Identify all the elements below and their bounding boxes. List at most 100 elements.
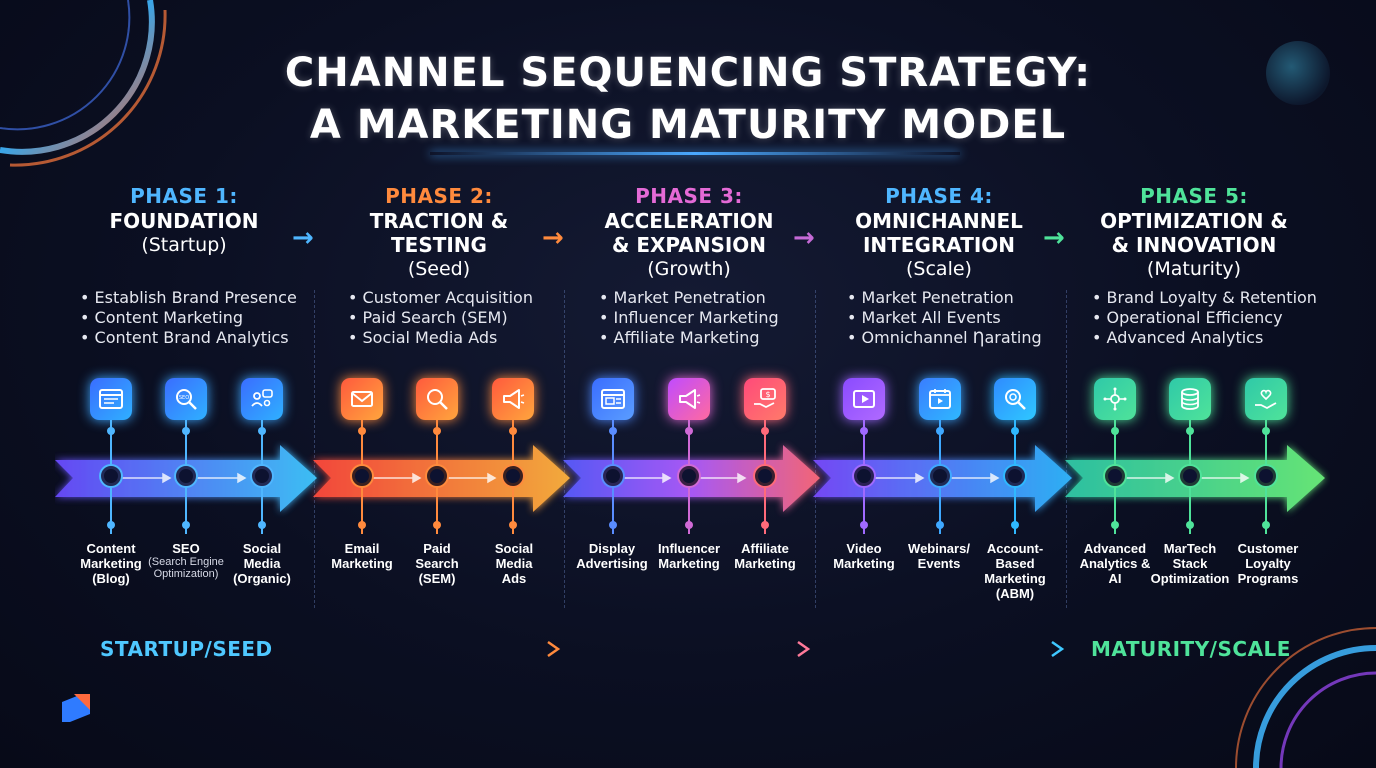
channel-label: Advanced Analytics & AI (1079, 541, 1151, 586)
connector-dot (258, 521, 266, 529)
video-play-icon (843, 378, 885, 420)
phase-3-bullets: • Market Penetration • Influencer Market… (599, 288, 849, 348)
channel-label: Account-Based Marketing (ABM) (984, 541, 1046, 601)
svg-text:$: $ (765, 390, 770, 399)
page-title-line-1: CHANNEL SEQUENCING STRATEGY: (284, 50, 1092, 96)
phase-divider (314, 290, 315, 608)
phase-3-bullet: • Affiliate Marketing (599, 328, 760, 347)
phase-1-bullets: • Establish Brand Presence • Content Mar… (80, 288, 330, 348)
channel-connector (512, 420, 514, 466)
channel-node (1005, 466, 1025, 486)
browser-ad-icon (592, 378, 634, 420)
channel-connector (612, 486, 614, 534)
connector-dot (609, 427, 617, 435)
connector-dot (258, 427, 266, 435)
connector-dot (182, 427, 190, 435)
social-people-icon (241, 378, 283, 420)
phase-5-bullet: • Advanced Analytics (1092, 328, 1264, 347)
channel-node (101, 466, 121, 486)
channel-node (755, 466, 775, 486)
channel-node (503, 466, 523, 486)
megaphone-icon (492, 378, 534, 420)
channel-connector (261, 486, 263, 534)
channel-label: Customer Loyalty Programs (1237, 541, 1299, 586)
channel-connector (110, 486, 112, 534)
channel-label-main: SEO (172, 541, 200, 556)
phase-2-name-line-2: TESTING (391, 233, 487, 257)
channel-node (854, 466, 874, 486)
phase-4-name-line-2: INTEGRATION (862, 233, 1016, 257)
phase-2-bullet: • Social Media Ads (348, 328, 498, 347)
connector-dot (1111, 521, 1119, 529)
timeline-progression-arrows (310, 640, 1065, 658)
connector-dot (358, 521, 366, 529)
channel-label: Social Media (Organic) (233, 541, 291, 586)
phase-4-bullet: • Market All Events (847, 308, 1001, 327)
phase-5-name-line-2: & INNOVATION (1111, 233, 1277, 257)
channel-label: Video Marketing (833, 541, 895, 571)
phase-3-name-line-2: & EXPANSION (611, 233, 767, 257)
channel-node (352, 466, 372, 486)
channel-label: MarTech Stack Optimization (1150, 541, 1230, 586)
channel-connector (1265, 420, 1267, 466)
phase-3-header: PHASE 3: ACCELERATION & EXPANSION (Growt… (564, 184, 814, 282)
phase-2-stage: (Seed) (407, 258, 471, 280)
phase-5-header: PHASE 5: OPTIMIZATION & & INNOVATION (Ma… (1069, 184, 1319, 282)
phase-1-stage: (Startup) (141, 234, 227, 256)
heart-hand-icon (1245, 378, 1287, 420)
phase-2-name-line-1: TRACTION & (369, 209, 509, 233)
channel-connector (361, 420, 363, 466)
connector-dot (1011, 427, 1019, 435)
connector-dot (182, 521, 190, 529)
phase-2-number: PHASE 2: (385, 184, 493, 208)
channel-connector (185, 420, 187, 466)
phase-4-header: PHASE 4: OMNICHANNEL INTEGRATION (Scale) (814, 184, 1064, 282)
connector-dot (761, 521, 769, 529)
channel-label: Affiliate Marketing (734, 541, 796, 571)
channel-connector (436, 420, 438, 466)
connector-dot (936, 427, 944, 435)
phase-1-number: PHASE 1: (130, 184, 238, 208)
timeline-end-label: MATURITY/SCALE (1091, 637, 1291, 661)
channel-connector (1189, 420, 1191, 466)
connector-dot (1262, 427, 1270, 435)
channel-connector (764, 486, 766, 534)
connector-dot (107, 521, 115, 529)
calendar-video-icon (919, 378, 961, 420)
connector-dot (433, 427, 441, 435)
channel-label: Content Marketing (Blog) (80, 541, 142, 586)
connector-dot (860, 521, 868, 529)
channel-node (176, 466, 196, 486)
phase-1-bullet: • Establish Brand Presence (80, 288, 297, 307)
connector-dot (1262, 521, 1270, 529)
connector-dot (1111, 427, 1119, 435)
channel-label: Email Marketing (331, 541, 393, 571)
channel-connector (361, 486, 363, 534)
connector-dot (936, 521, 944, 529)
connector-dot (433, 521, 441, 529)
connector-dot (609, 521, 617, 529)
connector-dot (685, 521, 693, 529)
megaphone-icon (668, 378, 710, 420)
channel-connector (110, 420, 112, 466)
channel-node (930, 466, 950, 486)
phase-arrow-1-2: → (292, 223, 314, 253)
phase-4-bullet: • Omnichannel Ƞarating (847, 328, 1042, 347)
search-icon (416, 378, 458, 420)
connector-dot (685, 427, 693, 435)
channel-node (1105, 466, 1125, 486)
phase-2-bullet: • Customer Acquisition (348, 288, 533, 307)
timeline-start-label: STARTUP/SEED (100, 637, 273, 661)
channel-node (1256, 466, 1276, 486)
phase-3-bullet: • Influencer Marketing (599, 308, 779, 327)
channel-connector (1014, 486, 1016, 534)
connector-dot (107, 427, 115, 435)
phase-4-stage: (Scale) (906, 258, 972, 280)
channel-label: SEO (Search Engine Optimization) (141, 541, 231, 580)
phase-divider (815, 290, 816, 608)
phase-4-number: PHASE 4: (885, 184, 993, 208)
phase-5-bullet: • Operational Efficiency (1092, 308, 1283, 327)
phase-3-name-line-1: ACCELERATION (604, 209, 774, 233)
bottom-left-logo-mark (62, 694, 90, 722)
channel-connector (512, 486, 514, 534)
